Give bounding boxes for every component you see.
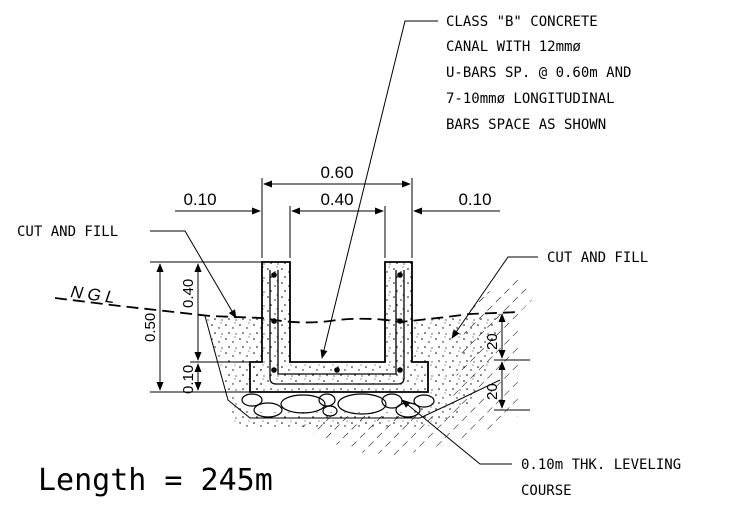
length-caption: Length = 245m xyxy=(38,463,273,498)
leveling-note-line2: COURSE xyxy=(521,483,572,499)
dim-slope-upper: 20 xyxy=(484,333,501,350)
slope-indicators xyxy=(494,313,530,411)
cut-fill-right-label: CUT AND FILL xyxy=(547,250,648,266)
svg-text:U-BARS SP. @ 0.60m AND: U-BARS SP. @ 0.60m AND xyxy=(446,65,631,81)
leveling-note-line1: 0.10m THK. LEVELING xyxy=(521,457,681,473)
dim-slope-lower: 20 xyxy=(484,383,501,400)
backfill-soil xyxy=(205,314,500,428)
dim-base-thickness: 0.10 xyxy=(180,365,197,394)
svg-text:BARS SPACE AS SHOWN: BARS SPACE AS SHOWN xyxy=(446,117,606,133)
concrete-note-leader xyxy=(320,20,438,359)
excavation-line xyxy=(204,315,501,419)
concrete-note: CLASS "B" CONCRETE CANAL WITH 12mmø U-BA… xyxy=(446,14,631,133)
cut-fill-right-leader xyxy=(451,256,538,339)
cut-fill-left-leader xyxy=(150,230,237,319)
dim-left-wall: 0.10 xyxy=(183,190,216,209)
dim-inner-width: 0.40 xyxy=(320,190,353,209)
cut-fill-left-label: CUT AND FILL xyxy=(17,224,118,240)
leveling-leader xyxy=(401,399,512,465)
svg-text:CLASS "B" CONCRETE: CLASS "B" CONCRETE xyxy=(446,14,598,30)
ngl-label: N G L xyxy=(69,282,116,307)
dim-right-wall: 0.10 xyxy=(458,190,491,209)
dim-wall-height: 0.40 xyxy=(180,279,197,308)
dim-overall-width: 0.60 xyxy=(320,163,353,182)
horizontal-dimensions xyxy=(175,178,500,258)
svg-text:CANAL WITH 12mmø: CANAL WITH 12mmø xyxy=(446,39,581,55)
concrete-canal xyxy=(249,261,429,393)
dim-total-height: 0.50 xyxy=(142,313,159,342)
natural-ground-line xyxy=(54,297,521,324)
vertical-dimensions xyxy=(150,261,262,393)
svg-text:7-10mmø LONGITUDINAL: 7-10mmø LONGITUDINAL xyxy=(446,91,615,107)
